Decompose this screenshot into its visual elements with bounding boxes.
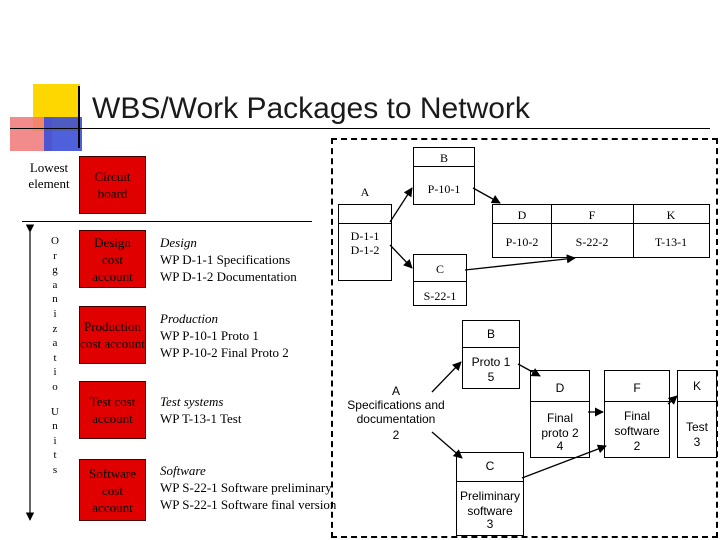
activity-f-letter: F	[588, 208, 596, 222]
node-a-text: Specifications and documentation	[347, 398, 445, 426]
node-k-num: 3	[693, 435, 701, 449]
design-cost-account-box: Design cost account	[79, 230, 146, 288]
activity-a-package-2: D-1-2	[350, 243, 380, 257]
slide-title: WBS/Work Packages to Network	[92, 92, 530, 125]
design-cost-account-label: Design cost account	[92, 234, 133, 284]
test-packages: Test systems WP T-13-1 Test	[160, 394, 242, 426]
activity-c-package: S-22-1	[423, 289, 457, 303]
activity-c-box: C S-22-1	[413, 254, 467, 306]
work-package: WP P-10-2 Final Proto 2	[160, 345, 289, 360]
production-cost-account-label: Production cost account	[80, 319, 145, 351]
activities-dfk-box: D F K P-10-2 S-22-2 T-13-1	[492, 204, 710, 258]
software-cost-account-label: Software cost account	[89, 465, 136, 515]
decor-horizontal-line	[10, 128, 710, 129]
activity-b-letter: B	[439, 151, 448, 165]
node-b: B Proto 1 5	[462, 320, 520, 389]
decor-vertical-line	[78, 86, 80, 148]
activity-k-letter: K	[666, 208, 676, 222]
software-cost-account-box: Software cost account	[79, 459, 146, 521]
work-package: WP T-13-1 Test	[160, 411, 242, 426]
node-c-num: 3	[486, 517, 494, 531]
test-cost-account-box: Test cost account	[79, 381, 146, 439]
network-frame	[331, 138, 718, 538]
node-k: K Test 3	[677, 370, 717, 458]
node-f-label: F	[633, 381, 641, 395]
work-package: WP D-1-1 Specifications	[160, 252, 291, 267]
work-package: WP P-10-1 Proto 1	[160, 328, 259, 343]
activity-a-letter: A	[360, 185, 370, 199]
work-package: WP D-1-2 Documentation	[160, 269, 297, 284]
circuit-board-label: Circuit board	[94, 169, 131, 201]
decor-blue-square	[44, 117, 82, 151]
activity-b-box: B P-10-1	[413, 147, 475, 205]
node-d-text: Final proto 2	[541, 411, 579, 440]
node-b-text: Proto 1	[471, 355, 511, 369]
node-b-label: B	[486, 327, 495, 341]
node-k-text: Test	[685, 420, 708, 434]
activity-a-package-1: D-1-1	[350, 229, 380, 243]
node-c-label: C	[485, 459, 495, 473]
activity-a-box: D-1-1 D-1-2	[338, 204, 392, 281]
node-d-num: 4	[556, 439, 564, 453]
node-d: D Final proto 2 4	[530, 370, 590, 458]
activity-c-letter: C	[435, 262, 444, 276]
lowest-element-label: Lowest element	[28, 160, 70, 191]
organization-units-vertical-label: O r g a n i z a t i o U n i t s	[51, 235, 59, 476]
node-k-label: K	[692, 379, 701, 393]
activity-d-letter: D	[517, 208, 527, 222]
software-packages: Software WP S-22-1 Software preliminary …	[160, 463, 337, 512]
work-package: WP S-22-1 Software final version	[160, 497, 337, 512]
node-a-label: A	[391, 384, 400, 398]
node-d-label: D	[555, 381, 565, 395]
design-packages: Design WP D-1-1 Specifications WP D-1-2 …	[160, 235, 297, 284]
circuit-board-box: Circuit board	[79, 156, 146, 214]
node-c-text: Preliminary software	[459, 489, 520, 518]
node-c: C Preliminary software 3	[456, 452, 524, 536]
node-f-num: 2	[633, 439, 641, 453]
node-b-num: 5	[487, 370, 495, 384]
header-divider	[22, 221, 312, 222]
node-f-text: Final software	[614, 409, 660, 438]
node-a-num: 2	[392, 428, 400, 442]
test-cost-account-label: Test cost account	[89, 394, 136, 426]
production-packages: Production WP P-10-1 Proto 1 WP P-10-2 F…	[160, 311, 289, 360]
production-cost-account-box: Production cost account	[79, 306, 146, 364]
node-f: F Final software 2	[604, 370, 670, 458]
activity-k-package: T-13-1	[654, 235, 688, 249]
work-package: WP S-22-1 Software preliminary	[160, 480, 332, 495]
activity-b-package: P-10-1	[427, 182, 461, 196]
activity-d-package: P-10-2	[505, 235, 539, 249]
activity-f-package: S-22-2	[575, 235, 609, 249]
